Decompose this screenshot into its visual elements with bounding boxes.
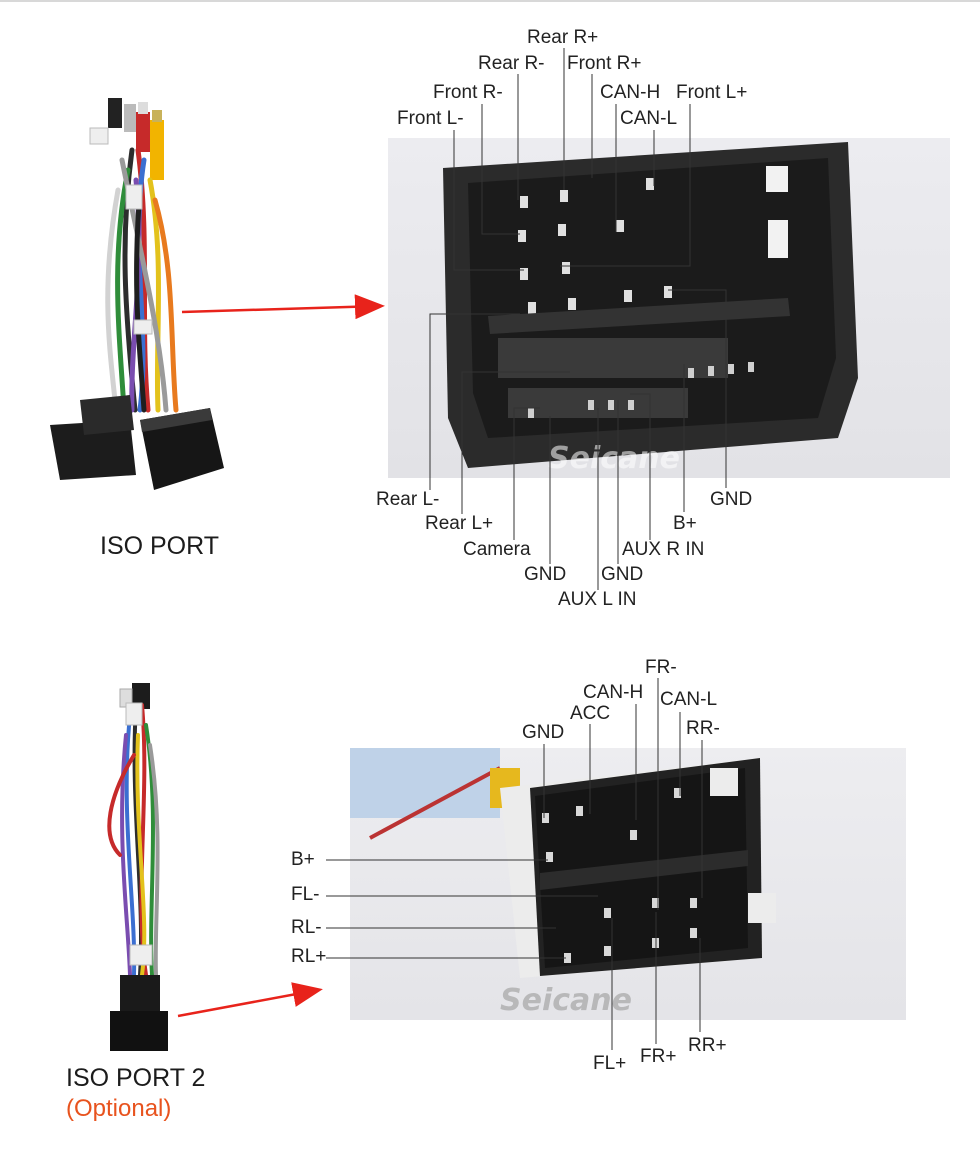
label-rr-plus: RR+ <box>688 1035 727 1056</box>
iso-connector-2-body: Seicane <box>350 748 776 1018</box>
label-rear-l-minus: Rear L- <box>376 489 440 510</box>
label-acc: ACC <box>570 703 611 724</box>
iso-harness-photo <box>50 98 224 490</box>
label-fr-plus: FR+ <box>640 1046 677 1067</box>
iso-port-2-optional-note: (Optional) <box>66 1095 172 1122</box>
iso-port-caption: ISO PORT <box>100 532 220 560</box>
label-b-plus: B+ <box>673 513 697 534</box>
label-gnd-b: GND <box>601 564 644 585</box>
label-can-h-2: CAN-H <box>583 682 644 703</box>
label-can-h: CAN-H <box>600 82 661 103</box>
iso-connector-photo: Seicane <box>388 138 950 478</box>
iso-connector-2-photo: Seicane <box>350 748 906 1020</box>
watermark: Seicane <box>500 983 632 1018</box>
label-rl-plus: RL+ <box>291 946 327 967</box>
watermark: Seicane <box>548 441 680 476</box>
label-fr-minus: FR- <box>645 657 677 678</box>
label-rear-r-minus: Rear R- <box>478 53 545 74</box>
label-rear-r-plus: Rear R+ <box>527 27 599 48</box>
label-gnd-a: GND <box>524 564 567 585</box>
label-rl-minus: RL- <box>291 917 322 938</box>
label-can-l-2: CAN-L <box>660 689 718 710</box>
iso-harness-2-photo <box>107 683 168 1051</box>
label-front-r-plus: Front R+ <box>567 53 642 74</box>
label-rear-l-plus: Rear L+ <box>425 513 494 534</box>
label-aux-l-in: AUX L IN <box>558 589 637 610</box>
top-divider <box>0 0 980 2</box>
label-aux-r-in: AUX R IN <box>622 539 705 560</box>
label-fl-plus: FL+ <box>593 1053 627 1074</box>
label-front-r-minus: Front R- <box>433 82 503 103</box>
label-fl-minus: FL- <box>291 884 320 905</box>
label-gnd-c: GND <box>710 489 753 510</box>
iso-connector-body: Seicane <box>443 142 858 476</box>
label-front-l-minus: Front L- <box>397 108 464 129</box>
label-camera: Camera <box>463 539 531 560</box>
label-b-plus-2: B+ <box>291 849 315 870</box>
label-rr-minus: RR- <box>686 718 720 739</box>
label-front-l-plus: Front L+ <box>676 82 748 103</box>
label-can-l: CAN-L <box>620 108 678 129</box>
label-gnd-2: GND <box>522 722 565 743</box>
iso-port-2-caption: ISO PORT 2 <box>66 1064 206 1092</box>
